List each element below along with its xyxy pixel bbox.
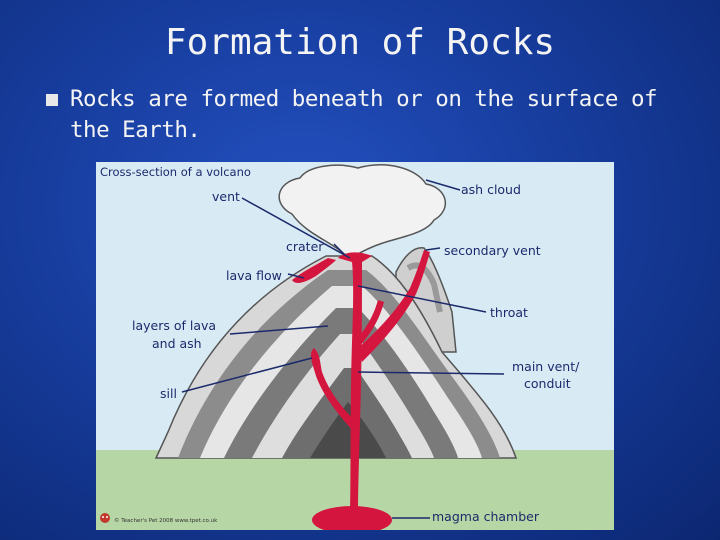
bullet-text: Rocks are formed beneath or on the surfa… xyxy=(70,86,658,143)
magma-chamber xyxy=(312,506,392,530)
crater-leader xyxy=(333,243,345,255)
sill-branch xyxy=(310,348,358,432)
publisher-credit: © Teacher's Pet 2008 www.tpet.co.uk xyxy=(100,513,218,524)
sill-leader xyxy=(181,357,313,393)
label-main-vent-line2: conduit xyxy=(524,376,571,391)
lava-flow xyxy=(292,258,336,283)
credit-text: © Teacher's Pet 2008 www.tpet.co.uk xyxy=(114,517,218,524)
label-lava-flow: lava flow xyxy=(226,268,282,283)
label-vent: vent xyxy=(212,189,240,204)
dyke-branch xyxy=(356,300,384,346)
label-layers-line2: and ash xyxy=(152,336,202,351)
vent-leader xyxy=(241,197,351,259)
volcano-core xyxy=(310,402,386,458)
secondary-vent-leader xyxy=(425,247,441,251)
slide-title: Formation of Rocks xyxy=(164,22,556,63)
label-sill: sill xyxy=(160,386,177,401)
label-magma-chamber: magma chamber xyxy=(432,509,540,524)
label-crater: crater xyxy=(286,239,324,254)
secondary-vent-branch xyxy=(358,250,430,362)
volcano-diagram: Cross-section of a volcano vent ash clou… xyxy=(96,162,614,530)
lava-flow-leader xyxy=(287,273,305,279)
label-main-vent-line1: main vent/ xyxy=(512,359,580,374)
main-conduit xyxy=(338,252,372,514)
layers-leader xyxy=(229,325,329,335)
label-ash-cloud: ash cloud xyxy=(461,182,521,197)
label-layers-line1: layers of lava xyxy=(132,318,216,333)
diagram-heading: Cross-section of a volcano xyxy=(100,165,251,179)
label-throat: throat xyxy=(490,305,528,320)
ash-cloud xyxy=(278,164,447,257)
ash-cloud-leader xyxy=(425,179,461,191)
label-secondary-vent: secondary vent xyxy=(444,243,541,258)
publisher-logo-icon xyxy=(100,513,110,523)
bullet-square-icon xyxy=(46,94,58,106)
throat-leader xyxy=(357,285,487,313)
leader-lines xyxy=(181,179,505,519)
main-vent-leader xyxy=(357,371,505,375)
volcano-cross-section: Cross-section of a volcano vent ash clou… xyxy=(96,162,614,530)
